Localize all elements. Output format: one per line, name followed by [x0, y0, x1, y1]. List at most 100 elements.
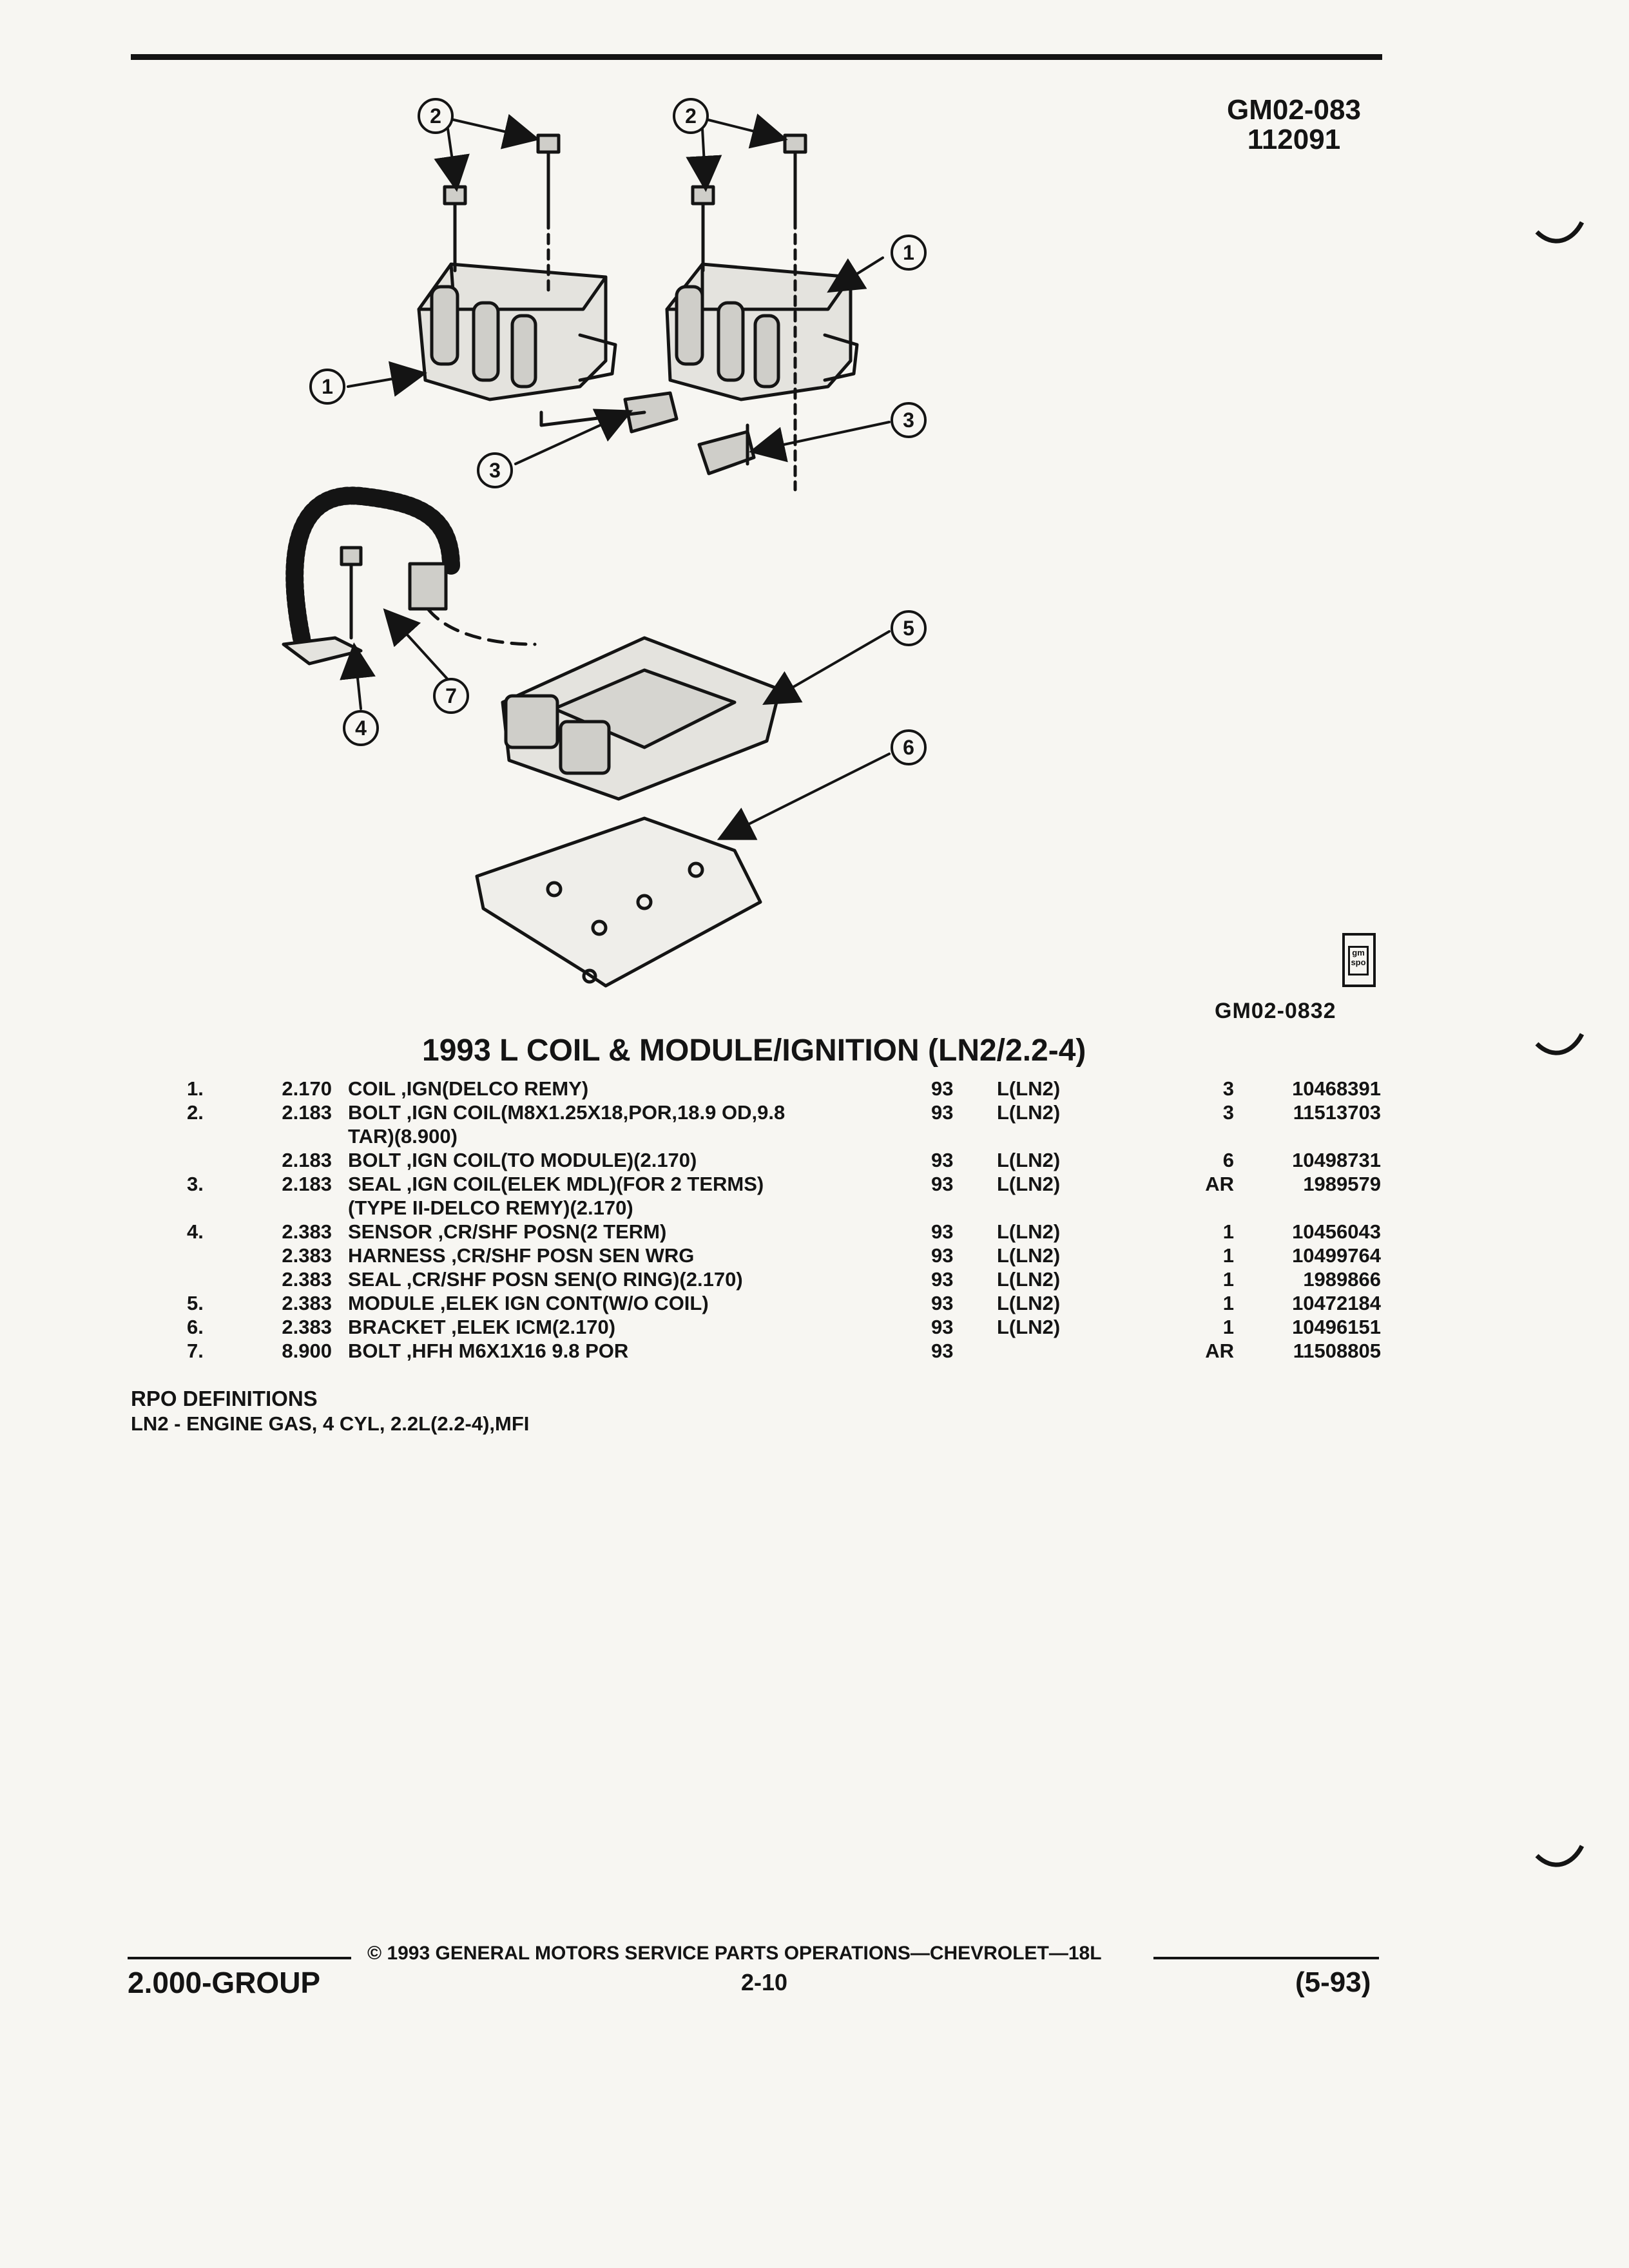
part-number: 1989579	[1303, 1173, 1381, 1195]
group-number: 2.383	[282, 1220, 332, 1243]
footer-rule-right	[1153, 1957, 1379, 1959]
quantity: 6	[1222, 1149, 1234, 1171]
usage-code: L(LN2)	[997, 1268, 1061, 1291]
part-number: 11513703	[1293, 1101, 1381, 1124]
usage-code: L(LN2)	[997, 1220, 1061, 1243]
figure-code: GM02-0832	[1215, 999, 1336, 1023]
callout-2-left: 2	[430, 104, 441, 128]
item-number: 4.	[187, 1220, 204, 1243]
footer-revision-date: (5-93)	[1295, 1966, 1371, 1998]
part-description-continued: TAR)(8.900)	[348, 1125, 458, 1148]
group-number: 2.383	[282, 1244, 332, 1267]
item-number: 6.	[187, 1316, 204, 1338]
ignition-module	[501, 636, 782, 801]
part-description: MODULE ,ELEK IGN CONT(W/O COIL)	[348, 1292, 709, 1314]
part-description: BOLT ,IGN COIL(M8X1.25X18,POR,18.9 OD,9.…	[348, 1101, 786, 1124]
top-rule	[131, 54, 1382, 60]
usage-code: L(LN2)	[997, 1077, 1061, 1100]
item-number: 5.	[187, 1292, 204, 1314]
model-year: 93	[931, 1268, 954, 1291]
callout-6: 6	[903, 736, 914, 759]
coil-seals	[539, 391, 756, 476]
part-description: BOLT ,IGN COIL(TO MODULE)(2.170)	[348, 1149, 697, 1171]
quantity: 3	[1222, 1101, 1234, 1124]
reference-code-id: GM02-083	[1227, 94, 1361, 126]
reference-code-date: 112091	[1247, 124, 1341, 155]
item-number: 1.	[187, 1077, 204, 1100]
part-number: 10496151	[1292, 1316, 1381, 1338]
quantity: 3	[1222, 1077, 1234, 1100]
model-year: 93	[931, 1340, 954, 1362]
logo-top-text: gm	[1352, 948, 1365, 957]
footer-group: 2.000-GROUP	[128, 1966, 321, 1999]
quantity: 1	[1222, 1220, 1234, 1243]
part-description: BOLT ,HFH M6X1X16 9.8 POR	[348, 1340, 629, 1362]
rpo-definition: LN2 - ENGINE GAS, 4 CYL, 2.2L(2.2-4),MFI	[131, 1412, 530, 1435]
model-year: 93	[931, 1244, 954, 1267]
quantity: AR	[1205, 1340, 1234, 1362]
group-number: 2.383	[282, 1316, 332, 1338]
callout-2-right: 2	[685, 104, 697, 128]
group-number: 2.183	[282, 1149, 332, 1171]
group-number: 2.383	[282, 1292, 332, 1314]
part-description: HARNESS ,CR/SHF POSN SEN WRG	[348, 1244, 695, 1267]
group-number: 2.183	[282, 1173, 332, 1195]
group-number: 2.383	[282, 1268, 332, 1291]
margin-mark	[1535, 221, 1585, 244]
quantity: 1	[1222, 1244, 1234, 1267]
exploded-parts-diagram: 2 2 1 1 3 3 5 6 7 4	[282, 98, 927, 988]
part-description: COIL ,IGN(DELCO REMY)	[348, 1077, 589, 1100]
footer-copyright: © 1993 GENERAL MOTORS SERVICE PARTS OPER…	[367, 1943, 1102, 1964]
model-year: 93	[931, 1220, 954, 1243]
margin-mark	[1535, 1033, 1585, 1055]
ignition-coil-right	[665, 262, 859, 401]
model-year: 93	[931, 1101, 954, 1124]
group-number: 2.170	[282, 1077, 332, 1100]
model-year: 93	[931, 1077, 954, 1100]
model-year: 93	[931, 1149, 954, 1171]
part-number: 1989866	[1303, 1268, 1381, 1291]
quantity: 1	[1222, 1268, 1234, 1291]
ignition-coil-left	[417, 262, 617, 401]
callout-4: 4	[355, 716, 367, 740]
logo-bottom-text: spo	[1351, 957, 1366, 967]
coil-bolts	[443, 133, 807, 492]
rpo-definitions-heading: RPO DEFINITIONS	[131, 1387, 318, 1410]
callout-3-left: 3	[489, 459, 501, 482]
callout-3-right: 3	[903, 408, 914, 432]
item-number: 7.	[187, 1340, 204, 1362]
model-year: 93	[931, 1316, 954, 1338]
group-number: 2.183	[282, 1101, 332, 1124]
part-description: SEAL ,CR/SHF POSN SEN(O RING)(2.170)	[348, 1268, 743, 1291]
quantity: 1	[1222, 1292, 1234, 1314]
group-number: 8.900	[282, 1340, 332, 1362]
callout-1-right: 1	[903, 241, 914, 264]
callout-1-left: 1	[322, 375, 333, 398]
module-bracket	[475, 816, 762, 988]
margin-mark	[1535, 1845, 1585, 1867]
quantity: AR	[1205, 1173, 1234, 1195]
model-year: 93	[931, 1173, 954, 1195]
item-number: 3.	[187, 1173, 204, 1195]
part-number: 11508805	[1293, 1340, 1381, 1362]
part-number: 10499764	[1292, 1244, 1381, 1267]
footer-page-number: 2-10	[741, 1969, 788, 1995]
part-number: 10472184	[1292, 1292, 1381, 1314]
gm-spo-logo: gm spo	[1342, 933, 1376, 987]
usage-code: L(LN2)	[997, 1244, 1061, 1267]
model-year: 93	[931, 1292, 954, 1314]
part-number: 10468391	[1292, 1077, 1381, 1100]
usage-code: L(LN2)	[997, 1173, 1061, 1195]
part-number: 10456043	[1292, 1220, 1381, 1243]
part-description-continued: (TYPE II-DELCO REMY)(2.170)	[348, 1196, 633, 1219]
footer-rule-left	[128, 1957, 351, 1959]
part-number: 10498731	[1292, 1149, 1381, 1171]
part-description: SENSOR ,CR/SHF POSN(2 TERM)	[348, 1220, 667, 1243]
usage-code: L(LN2)	[997, 1316, 1061, 1338]
reference-code: GM02-083 112091	[1217, 95, 1371, 155]
part-description: SEAL ,IGN COIL(ELEK MDL)(FOR 2 TERMS)	[348, 1173, 764, 1195]
usage-code: L(LN2)	[997, 1101, 1061, 1124]
usage-code: L(LN2)	[997, 1149, 1061, 1171]
item-number: 2.	[187, 1101, 204, 1124]
callout-5: 5	[903, 617, 914, 640]
